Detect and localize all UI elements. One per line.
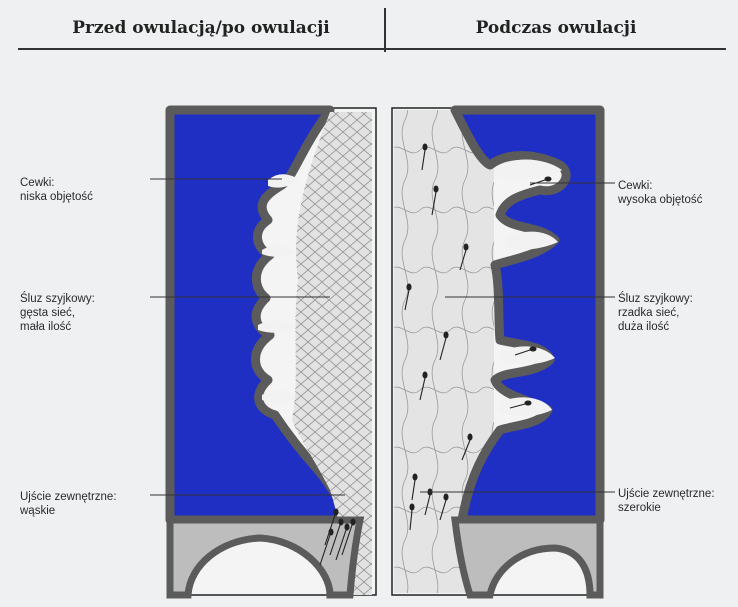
left-os-title: Ujście zewnętrzne: xyxy=(20,490,117,504)
right-panel xyxy=(392,108,602,595)
left-crypts-value: niska objętość xyxy=(20,190,93,204)
right-mucus-title: Śluz szyjkowy: xyxy=(618,292,693,306)
right-crypts-value: wysoka objętość xyxy=(618,193,702,207)
left-mucus-title: Śluz szyjkowy: xyxy=(20,292,95,306)
left-crypts-label: Cewki: niska objętość xyxy=(20,176,93,204)
left-mucus-label: Śluz szyjkowy: gęsta sieć, mała ilość xyxy=(20,292,95,334)
left-mucus-value-2: mała ilość xyxy=(20,320,95,334)
right-mucus-value-1: rzadka sieć, xyxy=(618,306,693,320)
left-mucus-value-1: gęsta sieć, xyxy=(20,306,95,320)
right-os-label: Ujście zewnętrzne: szerokie xyxy=(618,487,715,515)
left-panel xyxy=(168,108,376,595)
left-os-value: wąskie xyxy=(20,504,117,518)
right-os-title: Ujście zewnętrzne: xyxy=(618,487,715,501)
right-crypts-title: Cewki: xyxy=(618,179,702,193)
right-mucus-label: Śluz szyjkowy: rzadka sieć, duża ilość xyxy=(618,292,693,334)
right-crypts-label: Cewki: wysoka objętość xyxy=(618,179,702,207)
left-crypts-title: Cewki: xyxy=(20,176,93,190)
left-os-label: Ujście zewnętrzne: wąskie xyxy=(20,490,117,518)
right-mucus-value-2: duża ilość xyxy=(618,320,693,334)
right-os-value: szerokie xyxy=(618,501,715,515)
